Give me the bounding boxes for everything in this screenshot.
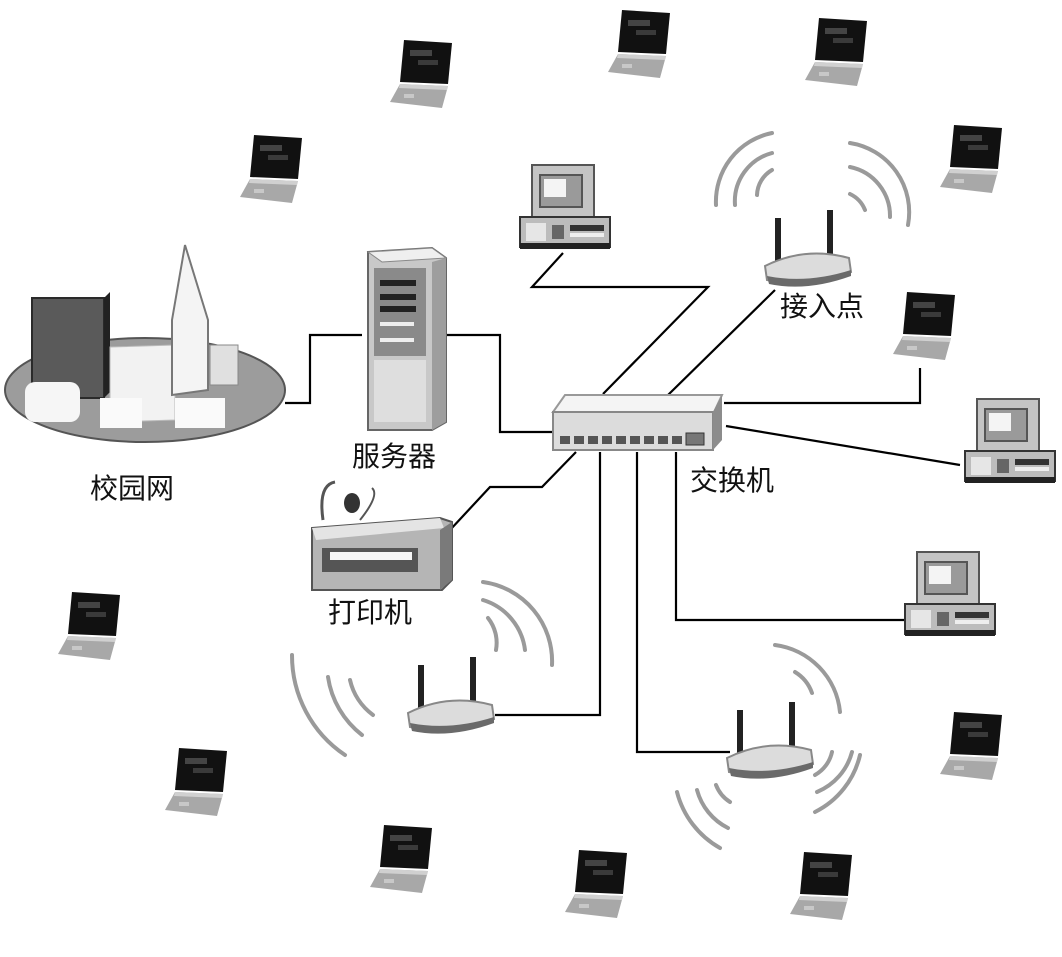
wireless-router-icon	[407, 656, 495, 735]
access-point-label: 接入点	[780, 290, 864, 323]
switch-node[interactable]: 交换机	[551, 394, 774, 497]
server-label: 服务器	[352, 440, 436, 473]
link-switch-laptop-right	[724, 368, 922, 405]
link-switch-router-left	[495, 452, 602, 717]
campus-node[interactable]: 校园网	[4, 244, 286, 505]
desktop-computer-icon[interactable]	[964, 398, 1056, 484]
laptop-icon[interactable]	[805, 18, 867, 86]
laptop-icon[interactable]	[940, 712, 1002, 780]
laptop-icon[interactable]	[165, 748, 227, 816]
link-switch-desktop-right	[725, 424, 961, 467]
wifi-waves-icon	[289, 580, 555, 757]
laptop-icon[interactable]	[608, 10, 670, 78]
laptop-icon[interactable]	[240, 135, 302, 203]
desktop-computer-icon[interactable]	[519, 164, 611, 250]
wireless-router-icon	[726, 701, 814, 780]
wifi-waves-icon	[713, 131, 912, 227]
server-node[interactable]: 服务器	[352, 246, 448, 473]
campus-label: 校园网	[90, 472, 174, 505]
server-tower-icon	[366, 246, 448, 431]
laptop-icon[interactable]	[565, 850, 627, 918]
printer-icon	[311, 480, 453, 591]
access-point-bottom-node[interactable]	[675, 643, 862, 850]
laptop-icon[interactable]	[893, 292, 955, 360]
link-accesspoint-switch	[667, 289, 776, 396]
access-point-left-node[interactable]	[289, 580, 555, 757]
connection-lines	[285, 252, 961, 754]
link-server-switch	[445, 333, 555, 434]
laptop-icon[interactable]	[790, 852, 852, 920]
link-switch-router-bottom	[635, 452, 730, 754]
laptop-icon[interactable]	[940, 125, 1002, 193]
laptop-icon[interactable]	[370, 825, 432, 893]
printer-label: 打印机	[328, 596, 412, 629]
wireless-router-icon	[764, 209, 852, 288]
wifi-waves-icon	[675, 643, 862, 850]
switch-label: 交换机	[690, 464, 774, 497]
laptop-icon[interactable]	[390, 40, 452, 108]
printer-node[interactable]: 打印机	[311, 480, 453, 629]
network-switch-icon	[551, 394, 724, 451]
access-point-node[interactable]: 接入点	[713, 131, 912, 323]
campus-building-icon	[4, 244, 286, 443]
link-campus-server	[285, 333, 362, 405]
laptop-icon[interactable]	[58, 592, 120, 660]
link-switch-printer	[449, 451, 577, 531]
link-desktop-switch	[529, 252, 711, 395]
link-switch-desktop-lower	[674, 452, 905, 622]
desktop-computer-icon[interactable]	[904, 551, 996, 637]
